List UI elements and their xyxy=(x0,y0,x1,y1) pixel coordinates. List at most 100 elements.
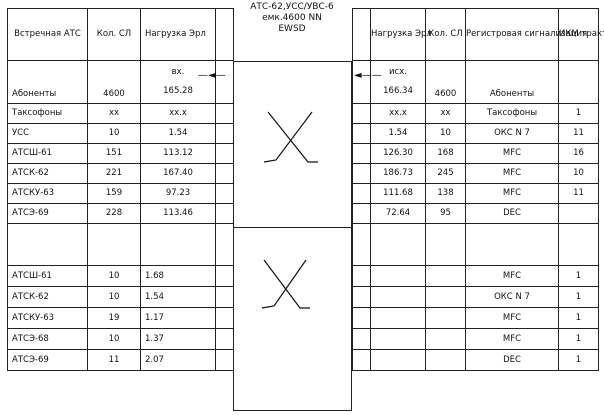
trunk-count: 4600 xyxy=(425,60,466,104)
spacer-cell xyxy=(215,163,234,184)
signalling-type: MFC xyxy=(465,163,559,184)
spacer-cell xyxy=(352,203,371,224)
signalling-type: DEC xyxy=(465,203,559,224)
spacer-cell xyxy=(352,286,371,308)
station-name: АТСК-62 xyxy=(7,286,88,308)
station-name: АТСШ-61 xyxy=(7,265,88,287)
trunk-count: 138 xyxy=(425,183,466,204)
outgoing-arrow-icon: ◄—— xyxy=(354,70,382,81)
pcm-trunk: 10 xyxy=(558,163,599,184)
load-value: 1.54 xyxy=(140,286,216,308)
title-line: емк.4600 NN xyxy=(262,13,322,23)
title-line: АТС-62,УСС/УВС-6 xyxy=(250,2,334,12)
trunk-count: 11 xyxy=(87,349,141,371)
load-value xyxy=(370,286,426,308)
trunk-count: 10 xyxy=(425,123,466,144)
spacer-cell xyxy=(352,143,371,164)
station-name: АТСЭ-69 xyxy=(7,349,88,371)
load-value: 72.64 xyxy=(370,203,426,224)
blank-cell xyxy=(425,223,466,266)
trunk-count xyxy=(425,328,466,350)
exchange-title: АТС-62,УСС/УВС-6 емк.4600 NN EWSD xyxy=(232,2,352,35)
direction-label: исх. xyxy=(389,67,407,77)
trunk-count xyxy=(425,349,466,371)
pcm-trunk: 1 xyxy=(558,349,599,371)
pcm-trunk: 11 xyxy=(558,123,599,144)
trunk-count: 10 xyxy=(87,123,141,144)
trunk-count xyxy=(425,265,466,287)
spacer-cell xyxy=(352,60,371,104)
signalling-type: Абоненты xyxy=(465,60,559,104)
blank-cell xyxy=(370,223,426,266)
load-text: 166.34 xyxy=(383,86,413,96)
spacer-cell xyxy=(352,123,371,144)
pcm-trunk: 1 xyxy=(558,286,599,308)
spacer-cell xyxy=(215,183,234,204)
signalling-type: MFC xyxy=(465,143,559,164)
load-value: 126.30 xyxy=(370,143,426,164)
load-value: 186.73 xyxy=(370,163,426,184)
trunk-count: 228 xyxy=(87,203,141,224)
switch-block-lower xyxy=(233,227,352,411)
station-name: АТСК-62 xyxy=(7,163,88,184)
trunk-count: 245 xyxy=(425,163,466,184)
signalling-type: MFC xyxy=(465,265,559,287)
trunk-count: 151 xyxy=(87,143,141,164)
incoming-arrow-icon: —◄— xyxy=(198,70,226,81)
load-value xyxy=(370,328,426,350)
pcm-trunk: 1 xyxy=(558,265,599,287)
load-value: 1.54 xyxy=(140,123,216,144)
blank-cell xyxy=(215,223,234,266)
load-value: 113.12 xyxy=(140,143,216,164)
load-value xyxy=(370,265,426,287)
signalling-type: MFC xyxy=(465,183,559,204)
column-header: Нагрузка Эрл xyxy=(370,8,432,61)
load-value xyxy=(370,307,426,329)
column-header: Нагрузка Эрл xyxy=(140,8,216,61)
column-header: Регистровая сигнализация xyxy=(465,8,587,61)
trunk-count: xx xyxy=(87,103,141,124)
spacer-cell xyxy=(215,123,234,144)
signalling-type: MFC xyxy=(465,307,559,329)
column-header: Кол. СЛ xyxy=(87,8,141,61)
load-value: 2.07 xyxy=(140,349,216,371)
load-value: 167.40 xyxy=(140,163,216,184)
pcm-trunk: 1 xyxy=(558,103,599,124)
blank-cell xyxy=(352,223,371,266)
blank-cell xyxy=(87,223,141,266)
spacer-cell xyxy=(215,203,234,224)
load-value: 1.17 xyxy=(140,307,216,329)
trunk-count: 159 xyxy=(87,183,141,204)
signalling-type: ОКС N 7 xyxy=(465,123,559,144)
trunk-count: xx xyxy=(425,103,466,124)
load-value: 97.23 xyxy=(140,183,216,204)
spacer-cell xyxy=(215,60,234,104)
station-name: АТСКУ-63 xyxy=(7,183,88,204)
blank-cell xyxy=(465,223,559,266)
spacer-cell xyxy=(215,349,234,371)
column-header: Встречная АТС xyxy=(7,8,88,61)
trunk-count: 221 xyxy=(87,163,141,184)
load-value: 111.68 xyxy=(370,183,426,204)
spacer-cell xyxy=(215,143,234,164)
title-line: EWSD xyxy=(278,24,306,34)
station-name: АТСЭ-68 xyxy=(7,328,88,350)
load-value: вх.165.28 xyxy=(140,60,216,104)
column-header: ИКМ тракт xyxy=(558,8,604,61)
station-name: АТСШ-61 xyxy=(7,143,88,164)
